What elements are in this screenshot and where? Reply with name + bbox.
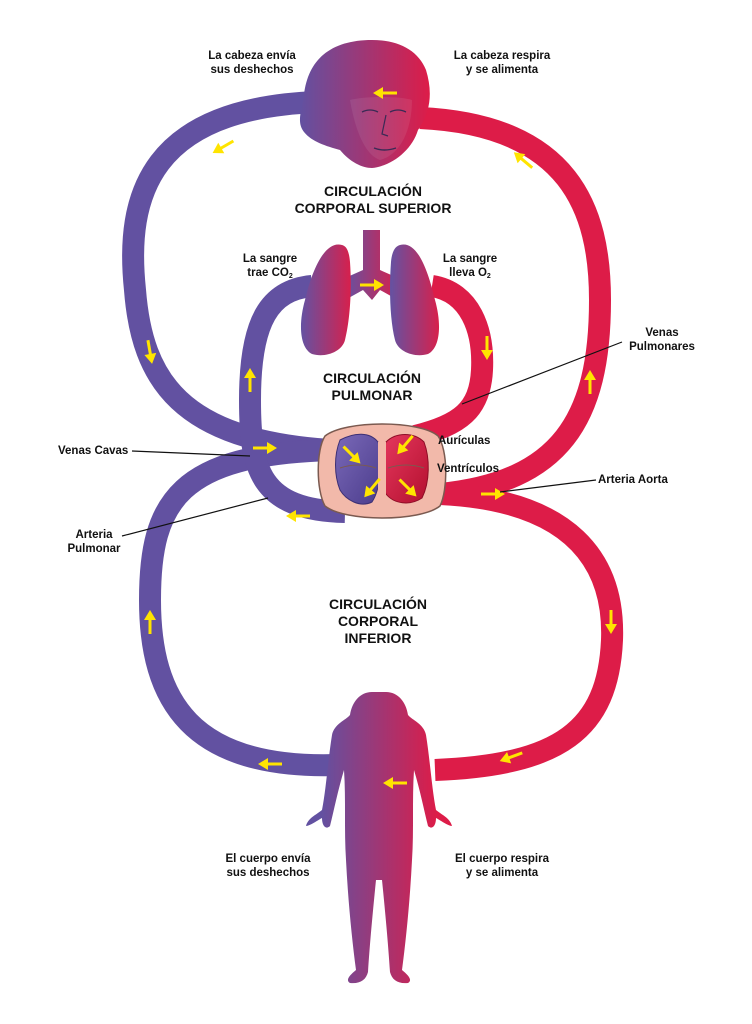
label-pulmonary-veins: Venas Pulmonares	[629, 327, 695, 353]
flow-arrow-icon	[584, 370, 596, 394]
leader-lines	[121, 341, 623, 537]
flow-arrow-icon	[360, 279, 384, 291]
label-head-sends-waste: La cabeza envía sus deshechos	[208, 50, 296, 76]
flow-arrow-icon	[481, 488, 505, 500]
flow-arrow-icon	[212, 139, 235, 154]
leader-pulmonary-artery	[121, 497, 269, 537]
flow-arrow-icon	[499, 751, 523, 764]
label-body-sends-waste: El cuerpo envía sus deshechos	[225, 853, 311, 879]
label-ventricles: Ventrículos	[437, 463, 499, 475]
label-pulmonary-artery: Arteria Pulmonar	[67, 529, 121, 555]
flow-arrow-icon	[513, 152, 534, 169]
flow-arrow-icon	[481, 336, 493, 360]
lower-venous-vessel	[138, 439, 339, 777]
flow-arrow-icon	[244, 368, 256, 392]
flow-arrow-icon	[398, 478, 417, 497]
flow-arrows	[144, 87, 617, 789]
title-pulmonary-circulation: CIRCULACIÓN PULMONAR	[323, 370, 421, 403]
title-lower-circulation: CIRCULACIÓN CORPORAL INFERIOR	[329, 596, 427, 646]
flow-arrow-icon	[342, 445, 361, 464]
upper-venous-vessel	[122, 91, 331, 461]
flow-arrow-icon	[397, 434, 414, 455]
flow-arrow-icon	[258, 758, 282, 770]
heart-icon	[317, 423, 447, 519]
upper-arterial-vessel	[419, 107, 612, 505]
flow-arrow-icon	[364, 477, 381, 498]
lungs-icon	[300, 230, 440, 356]
flow-arrow-icon	[144, 339, 157, 364]
vessels	[122, 91, 624, 781]
pulmonary-artery-vessel	[238, 275, 346, 523]
body-silhouette-icon	[306, 692, 452, 984]
lower-arterial-vessel	[434, 483, 624, 781]
label-head-breathes: La cabeza respira y se alimenta	[453, 50, 551, 76]
label-aorta: Arteria Aorta	[598, 474, 668, 486]
label-blood-brings-co2: La sangre trae CO2	[242, 253, 298, 280]
head-icon	[299, 40, 430, 168]
flow-arrow-icon	[373, 87, 397, 99]
flow-arrow-icon	[144, 610, 156, 634]
label-vena-cava: Venas Cavas	[58, 445, 129, 457]
flow-arrow-icon	[286, 510, 310, 522]
label-blood-carries-o2: La sangre lleva O2	[442, 253, 498, 280]
label-body-breathes: El cuerpo respira y se alimenta	[455, 853, 549, 879]
leader-aorta	[499, 479, 597, 493]
leader-vena-cava	[131, 450, 251, 457]
label-atria: Aurículas	[438, 435, 491, 447]
flow-arrow-icon	[605, 610, 617, 634]
flow-arrow-icon	[383, 777, 407, 789]
flow-arrow-icon	[253, 442, 277, 454]
title-upper-circulation: CIRCULACIÓN CORPORAL SUPERIOR	[294, 183, 452, 216]
leader-pulmonary-veins	[461, 341, 623, 405]
pulmonary-vein-vessel	[412, 275, 494, 447]
